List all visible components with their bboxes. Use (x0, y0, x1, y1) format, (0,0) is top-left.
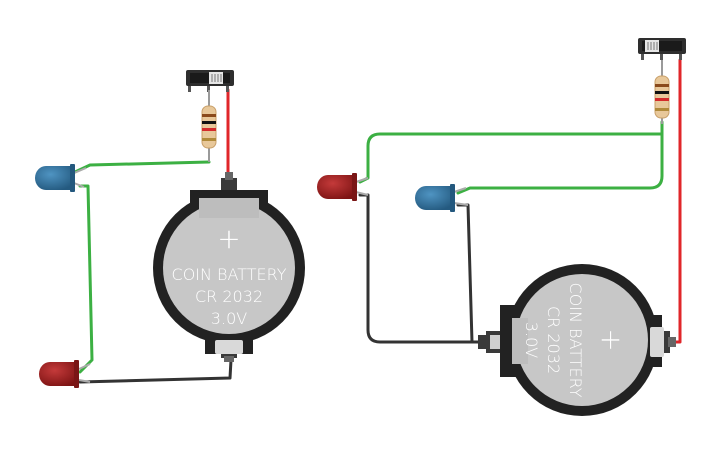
battery-label-line1: COIN BATTERY (172, 265, 287, 284)
slide-switch-icon[interactable] (638, 38, 686, 60)
wire-green-resistor-to-red-led[interactable] (358, 120, 664, 184)
wire-black-red-led-to-battery[interactable] (358, 193, 484, 344)
battery-label-line3: 3.0V (211, 309, 247, 328)
battery-label-line1: COIN BATTERY (566, 283, 585, 398)
slide-switch-icon[interactable] (186, 70, 234, 92)
blue-led-icon[interactable] (415, 184, 469, 212)
coin-battery-icon[interactable]: + COIN BATTERY CR 2032 3.0V (478, 264, 676, 416)
battery-label-line3: 3.0V (522, 322, 541, 358)
wire-green-resistor-to-blue-led[interactable] (456, 132, 664, 195)
battery-plus-sign: + (595, 328, 628, 351)
circuit-2: + COIN BATTERY CR 2032 3.0V (317, 38, 686, 416)
blue-led-icon[interactable] (35, 164, 87, 192)
wire-black-blue-led-to-battery[interactable] (456, 203, 474, 344)
red-led-icon[interactable] (317, 173, 369, 201)
coin-battery-icon[interactable]: + COIN BATTERY CR 2032 3.0V (153, 172, 305, 362)
battery-label-line2: CR 2032 (195, 287, 263, 306)
circuit-1: + COIN BATTERY CR 2032 3.0V (35, 70, 305, 388)
battery-plus-sign: + (217, 222, 240, 255)
resistor-icon[interactable] (201, 90, 217, 162)
wire-black-red-led-to-battery[interactable] (78, 358, 233, 384)
resistor-icon[interactable] (654, 60, 670, 124)
red-led-icon[interactable] (39, 360, 91, 388)
wire-green-blue-led-to-red-led[interactable] (78, 184, 94, 374)
wire-red-switch-to-battery[interactable] (668, 58, 682, 344)
wire-green-resistor-to-blue-led[interactable] (73, 160, 211, 174)
battery-label-line2: CR 2032 (544, 306, 563, 374)
